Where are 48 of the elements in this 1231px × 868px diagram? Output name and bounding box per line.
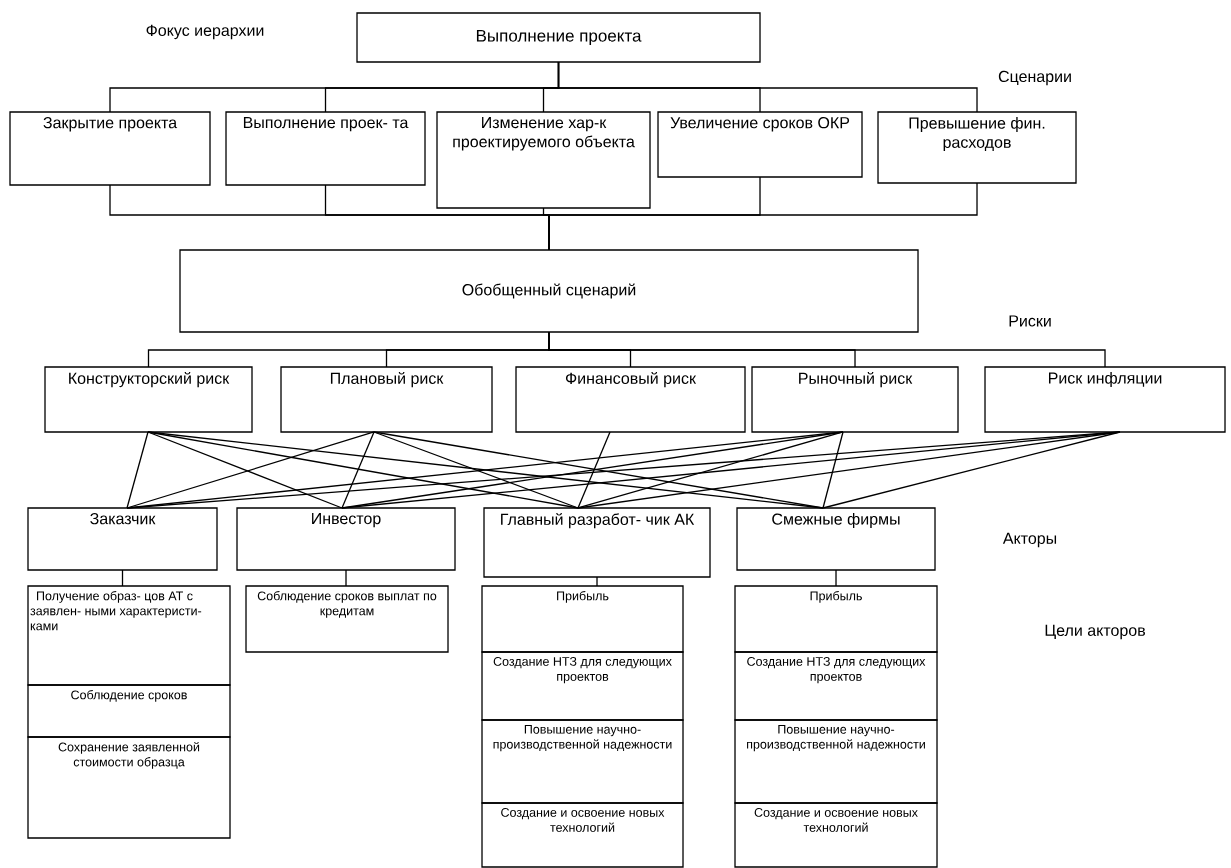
- connector-line: [548, 331, 1106, 368]
- goal-box: Сохранение заявленной стоимости образца: [27, 736, 231, 839]
- scenario-box: Закрытие проекта: [9, 111, 211, 186]
- goal-box: Повышение научно- производственной надежности: [481, 719, 684, 804]
- actor-box: Инвестор: [236, 507, 456, 571]
- goal-box: Прибыль: [481, 585, 684, 653]
- focus-box: Выполнение проекта: [356, 12, 761, 63]
- goal-box: Создание НТЗ для следующих проектов: [734, 651, 938, 721]
- risk-box: Риск инфляции: [984, 366, 1226, 433]
- connector-line: [577, 431, 611, 509]
- scenario-box: Превышение фин. расходов: [877, 111, 1077, 184]
- connector-line: [548, 182, 978, 251]
- goal-box: Прибыль: [734, 585, 938, 653]
- risk-box: Конструкторский риск: [44, 366, 253, 433]
- goal-box: Соблюдение сроков: [27, 684, 231, 738]
- level-label: Цели акторов: [1045, 624, 1145, 640]
- level-label: Сценарии: [998, 70, 1071, 86]
- actor-box: Заказчик: [27, 507, 218, 571]
- connector-line: [822, 431, 1121, 509]
- scenario-box: Увеличение сроков ОКР: [657, 111, 863, 178]
- connector-line: [557, 61, 978, 113]
- connector-line: [126, 431, 149, 509]
- scenario-box: Изменение хар-к проектируемого объекта: [436, 111, 651, 209]
- risk-box: Финансовый риск: [515, 366, 746, 433]
- goal-box: Создание и освоение новых технологий: [481, 802, 684, 868]
- scenario-box: Выполнение проек- та: [225, 111, 426, 186]
- connector-line: [345, 569, 347, 587]
- risk-box: Плановый риск: [280, 366, 493, 433]
- level-label: Риски: [1009, 315, 1051, 327]
- goal-box: Соблюдение сроков выплат по кредитам: [245, 585, 449, 653]
- connector-line: [373, 431, 579, 509]
- summary-box: Обобщенный сценарий: [179, 249, 919, 333]
- level-label: Акторы: [1002, 532, 1057, 548]
- actor-box: Смежные фирмы: [736, 507, 936, 571]
- actor-box: Главный разработ- чик АК: [483, 507, 711, 578]
- goal-box: Повышение научно- производственной надежности: [734, 719, 938, 804]
- risk-box: Рыночный риск: [751, 366, 959, 433]
- connector-line: [341, 431, 375, 509]
- connector-line: [822, 431, 844, 509]
- connector-line: [147, 431, 343, 509]
- connector-line: [341, 431, 1121, 509]
- goal-box: Создание НТЗ для следующих проектов: [481, 651, 684, 721]
- connector-line: [596, 576, 598, 587]
- connector-line: [835, 569, 837, 587]
- level-label: Фокус иерархии: [146, 24, 264, 40]
- goal-box: Создание и освоение новых технологий: [734, 802, 938, 868]
- connector-line: [121, 569, 124, 587]
- goal-box: Получение образ- цов АТ с заявлен- ными характеристи- ками: [27, 585, 231, 686]
